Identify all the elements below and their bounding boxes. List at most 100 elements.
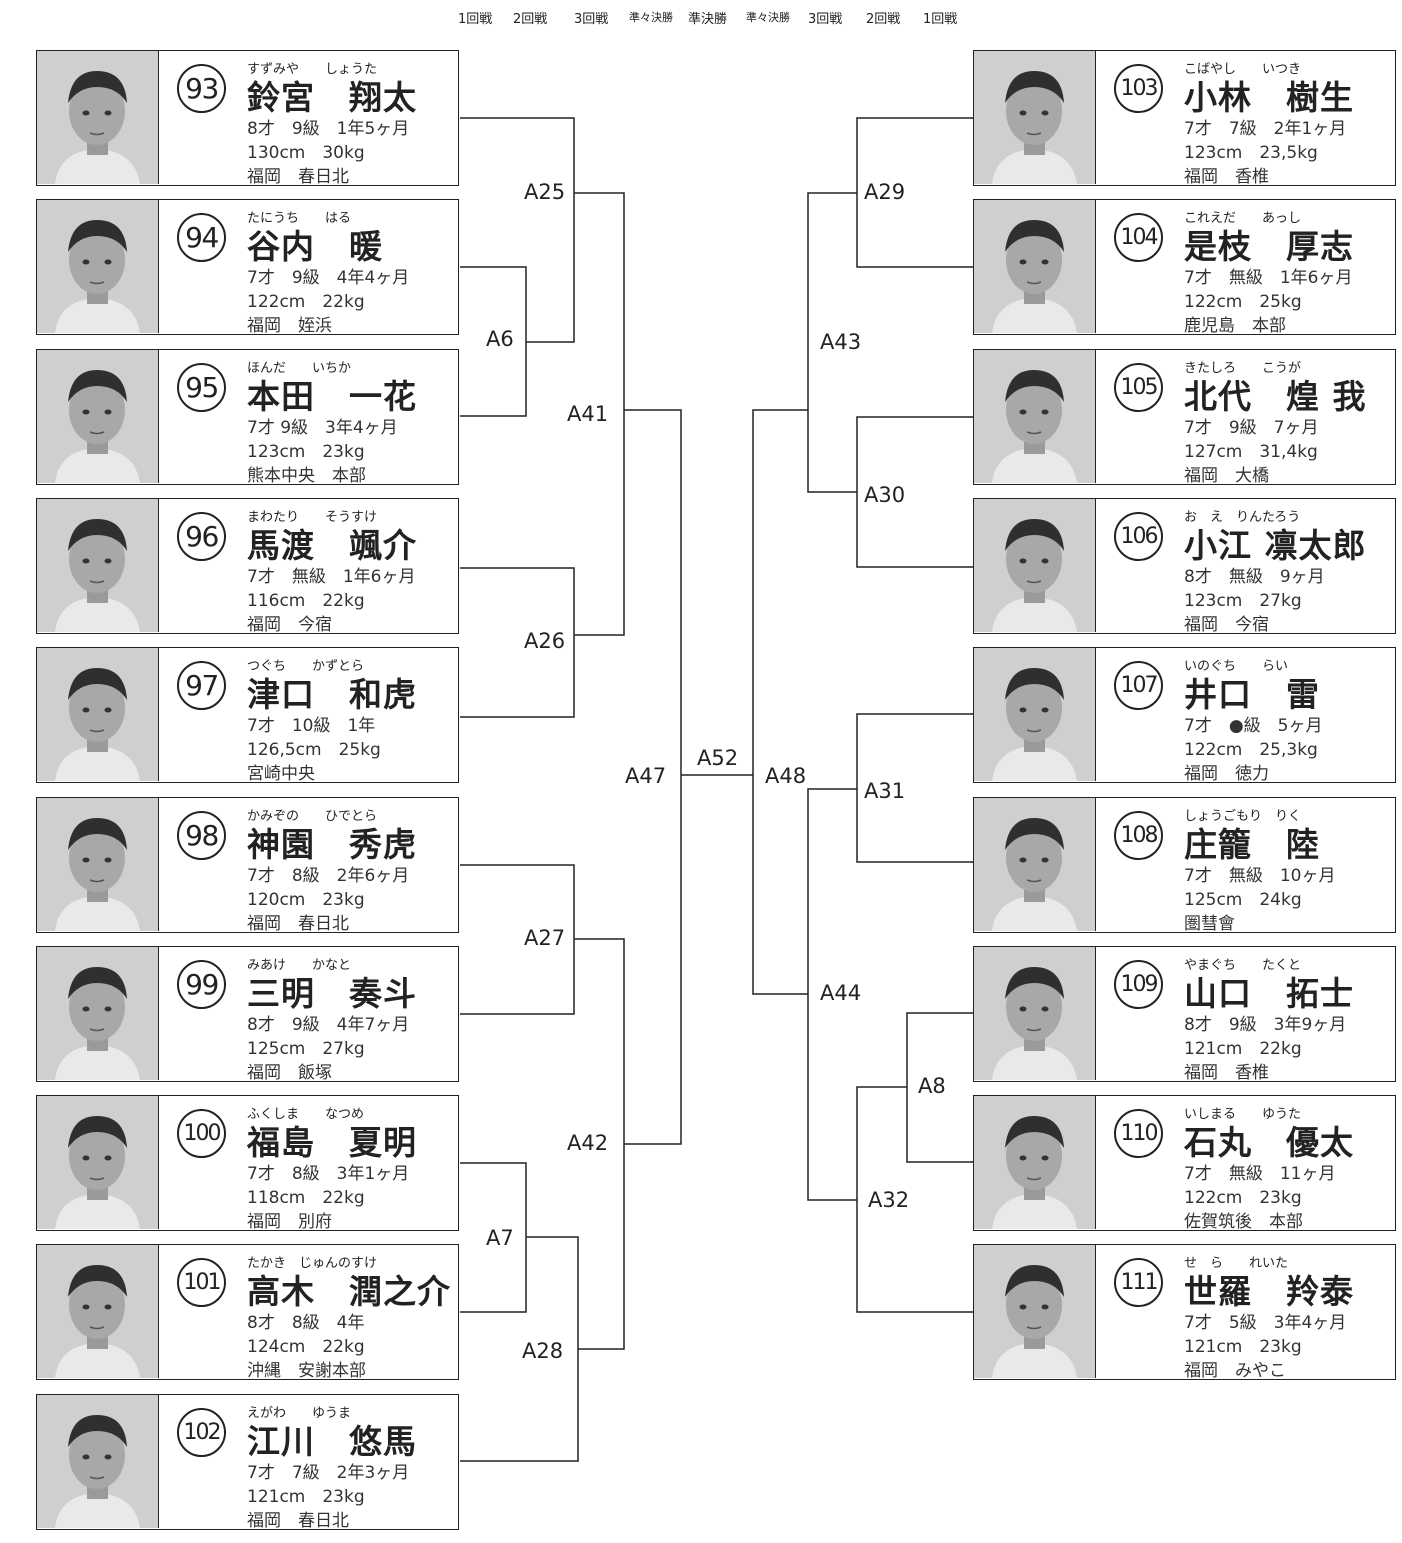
competitor-name: 北代 煌 我 bbox=[1184, 376, 1367, 416]
competitor-dojo: 福岡 みやこ bbox=[1184, 1361, 1286, 1382]
competitor-height-weight: 120cm 23kg bbox=[247, 889, 365, 910]
competitor-height-weight: 118cm 22kg bbox=[247, 1188, 365, 1209]
competitor-dojo: 福岡 徳力 bbox=[1184, 764, 1269, 785]
competitor-age-rank: 7才 9級 7ヶ月 bbox=[1184, 417, 1319, 438]
competitor-furigana: たかき じゅんのすけ bbox=[247, 1256, 378, 1272]
competitor-name: 江川 悠馬 bbox=[247, 1421, 417, 1461]
competitor-name: 庄籠 陸 bbox=[1184, 824, 1320, 864]
competitor-age-rank: 7才 10級 1年 bbox=[247, 716, 376, 737]
competitor-furigana: すずみや しょうた bbox=[247, 62, 378, 77]
competitor-height-weight: 116cm 22kg bbox=[247, 590, 365, 611]
competitor-number: 100 bbox=[177, 1109, 226, 1159]
competitor-furigana: いのぐち らい bbox=[1184, 659, 1289, 675]
competitor-name: 高木 潤之介 bbox=[247, 1272, 451, 1312]
competitor-name: 馬渡 颯介 bbox=[247, 525, 417, 565]
competitor-dojo: 福岡 春日北 bbox=[247, 913, 349, 934]
competitor-name: 井口 雷 bbox=[1184, 675, 1320, 715]
competitor-age-rank: 7才 9級 4年4ヶ月 bbox=[247, 268, 410, 289]
round-label: 2回戦 bbox=[866, 12, 901, 27]
competitor-age-rank: 8才 9級 4年7ヶ月 bbox=[247, 1014, 410, 1035]
match-label-A44: A44 bbox=[820, 981, 862, 1005]
competitor-furigana: かみぞの ひでとら bbox=[247, 808, 378, 824]
match-label-A6: A6 bbox=[486, 327, 514, 351]
competitor-furigana: こばやし いつき bbox=[1184, 62, 1302, 77]
competitor-height-weight: 123cm 23kg bbox=[247, 441, 365, 462]
competitor-furigana: みあけ かなと bbox=[247, 957, 352, 973]
competitor-number: 102 bbox=[177, 1407, 226, 1457]
competitor-photo bbox=[37, 200, 159, 334]
competitor-furigana: えがわ ゆうま bbox=[247, 1405, 352, 1421]
competitor-photo bbox=[37, 648, 159, 782]
competitor-furigana: せ ら れいた bbox=[1184, 1256, 1289, 1272]
competitor-height-weight: 121cm 23kg bbox=[1184, 1337, 1302, 1358]
competitor-name: 福島 夏明 bbox=[247, 1123, 417, 1163]
competitor-name: 是枝 厚志 bbox=[1184, 227, 1354, 267]
competitor-name: 小江 凛太郎 bbox=[1184, 525, 1367, 565]
competitor-number: 111 bbox=[1114, 1258, 1163, 1308]
competitor-photo bbox=[37, 1245, 159, 1379]
competitor-furigana: つぐち かずとら bbox=[247, 659, 365, 675]
competitor-photo bbox=[37, 349, 159, 483]
competitor-photo bbox=[37, 1394, 159, 1528]
competitor-number: 96 bbox=[177, 511, 226, 561]
competitor-name: 三明 奏斗 bbox=[247, 973, 417, 1013]
competitor-height-weight: 125cm 27kg bbox=[247, 1038, 365, 1059]
competitor-photo bbox=[974, 200, 1096, 334]
competitor-number: 93 bbox=[177, 64, 226, 113]
competitor-dojo: 福岡 飯塚 bbox=[247, 1062, 332, 1083]
competitor-age-rank: 7才 7級 2年1ヶ月 bbox=[1184, 119, 1347, 139]
competitor-dojo: 熊本中央 本部 bbox=[247, 465, 366, 486]
competitor-height-weight: 121cm 23kg bbox=[247, 1486, 365, 1507]
competitor-height-weight: 123cm 23,5kg bbox=[1184, 143, 1318, 163]
match-label-A8: A8 bbox=[918, 1074, 946, 1098]
competitor-photo bbox=[37, 51, 159, 184]
competitor-height-weight: 122cm 25kg bbox=[1184, 292, 1302, 313]
competitor-number: 97 bbox=[177, 661, 226, 711]
competitor-photo bbox=[974, 648, 1096, 782]
competitor-height-weight: 127cm 31,4kg bbox=[1184, 441, 1318, 462]
competitor-photo bbox=[974, 349, 1096, 483]
competitor-dojo: 福岡 今宿 bbox=[247, 614, 332, 635]
match-label-A27: A27 bbox=[524, 926, 566, 950]
competitor-height-weight: 130cm 30kg bbox=[247, 143, 365, 163]
competitor-photo bbox=[974, 51, 1096, 184]
competitor-age-rank: 7才 5級 3年4ヶ月 bbox=[1184, 1313, 1347, 1334]
competitor-photo bbox=[37, 498, 159, 632]
match-label-A47: A47 bbox=[625, 764, 667, 788]
competitor-furigana: たにうち はる bbox=[247, 211, 352, 227]
competitor-dojo: 福岡 別府 bbox=[247, 1212, 332, 1233]
competitor-name: 山口 拓士 bbox=[1184, 973, 1354, 1013]
competitor-furigana: きたしろ こうが bbox=[1184, 360, 1302, 376]
competitor-height-weight: 122cm 25,3kg bbox=[1184, 740, 1318, 761]
competitor-number: 109 bbox=[1114, 959, 1163, 1009]
competitor-furigana: これえだ あっし bbox=[1184, 211, 1302, 227]
round-label: 1回戦 bbox=[923, 12, 958, 27]
competitor-age-rank: 7才 7級 2年3ヶ月 bbox=[247, 1462, 410, 1483]
competitor-number: 94 bbox=[177, 213, 226, 263]
match-label-A42: A42 bbox=[567, 1131, 609, 1155]
competitor-dojo: 福岡 春日北 bbox=[247, 1510, 349, 1531]
competitor-number: 103 bbox=[1114, 64, 1163, 113]
competitor-age-rank: 7才 無級 1年6ヶ月 bbox=[247, 566, 416, 587]
competitor-photo bbox=[974, 797, 1096, 931]
competitor-height-weight: 123cm 27kg bbox=[1184, 590, 1302, 611]
competitor-photo bbox=[974, 1096, 1096, 1230]
match-label-A29: A29 bbox=[864, 180, 906, 204]
match-label-A7: A7 bbox=[486, 1226, 514, 1250]
round-label: 準々決勝 bbox=[746, 11, 790, 24]
round-label: 3回戦 bbox=[808, 12, 843, 27]
match-label-A41: A41 bbox=[567, 402, 609, 426]
competitor-dojo: 福岡 大橋 bbox=[1184, 465, 1269, 486]
